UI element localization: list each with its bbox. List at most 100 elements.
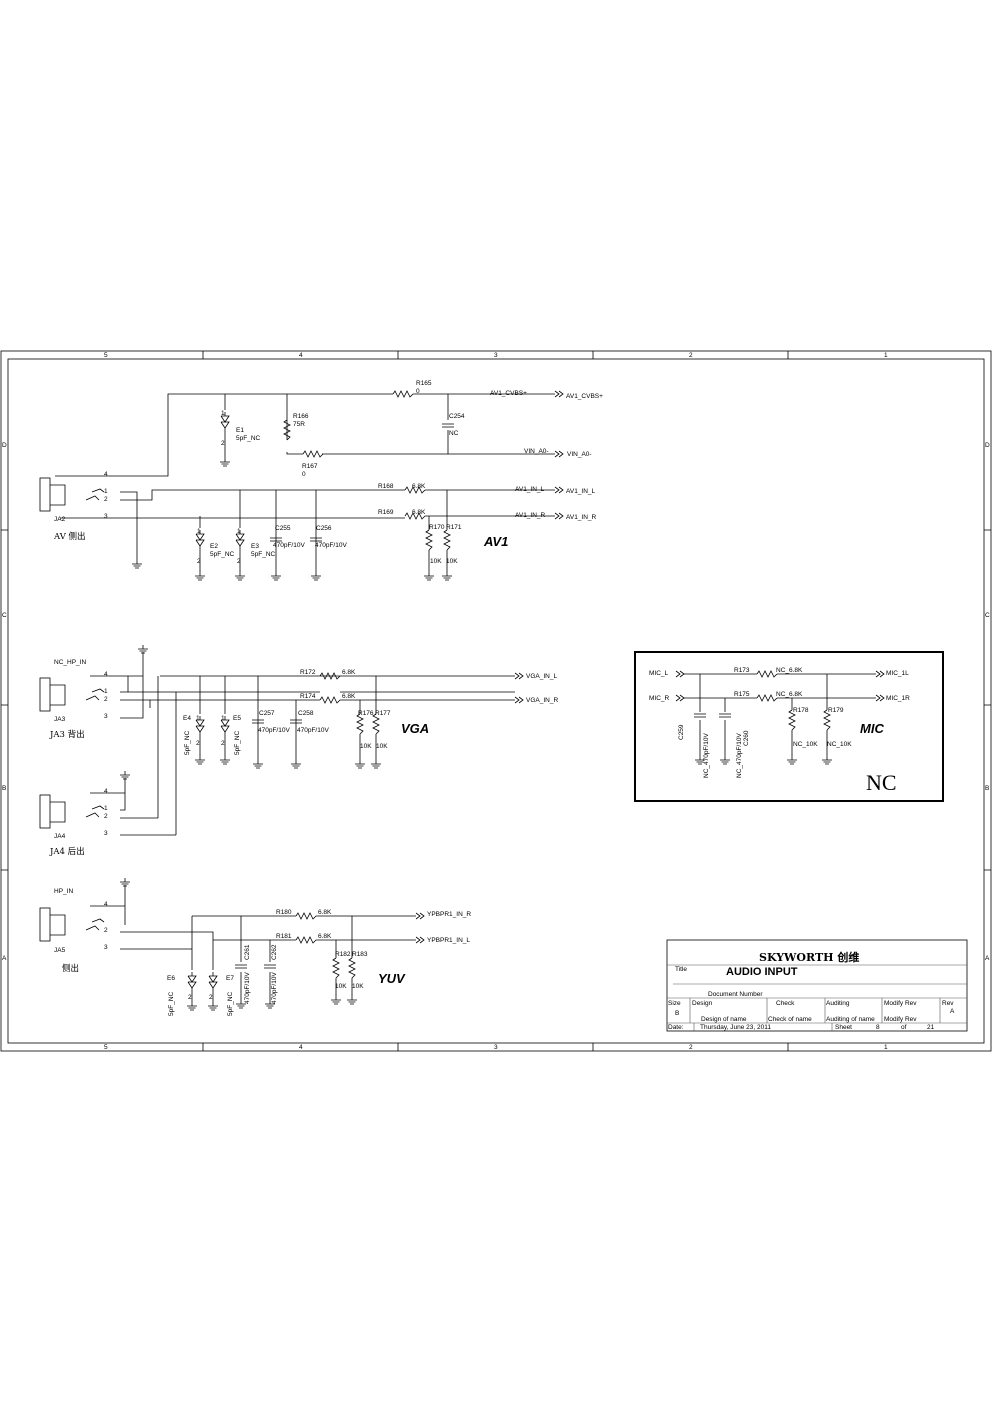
- component-value: 6.8K: [412, 483, 426, 490]
- title-label: Title: [675, 966, 687, 973]
- not-connected-mark: NC: [866, 770, 897, 795]
- port-label: YPBPR1_IN_L: [427, 937, 470, 944]
- mic-section: MIC_L MIC_R R173 NC_6.8K R175 NC_6.8K MI…: [634, 651, 944, 802]
- component-value: 5pF_NC: [251, 551, 276, 558]
- pin-label: 3: [104, 830, 108, 837]
- company-name: SKYWORTH 创维: [759, 950, 859, 964]
- component-ref: C261: [244, 944, 251, 960]
- pin-label: 2: [221, 440, 225, 447]
- vga-section: NC_HP_IN JA3 JA3 背出 4 1 2 3 R172 6.8K R1…: [39, 644, 558, 835]
- pin-label: 2: [209, 994, 213, 1001]
- pin-label: 1: [197, 528, 201, 535]
- component-value: 6.8K: [318, 933, 332, 940]
- component-value: 75R: [293, 421, 305, 428]
- date-label: Date:: [668, 1024, 684, 1031]
- component-ref: R183: [352, 951, 368, 958]
- resistor-r181: [295, 936, 317, 944]
- port-label: MIC_1L: [886, 670, 909, 677]
- component-ref: E3: [251, 543, 259, 550]
- yuv-wires: [90, 885, 416, 1000]
- component-ref: R165: [416, 380, 432, 387]
- component-ref: C257: [259, 710, 275, 717]
- pin-label: 2: [104, 696, 108, 703]
- pin-label: 4: [104, 671, 108, 678]
- jack-ja5: [39, 907, 105, 942]
- ground-symbol: [821, 755, 833, 765]
- offpage-port: [554, 486, 564, 494]
- component-ref: C258: [298, 710, 314, 717]
- resistor-r167: [302, 450, 324, 458]
- mic-box: [634, 651, 944, 802]
- component-value: 5pF_NC: [234, 730, 241, 755]
- component-value: NC_10K: [793, 741, 818, 748]
- mic-wires: [684, 673, 876, 756]
- port-label: YPBPR1_IN_R: [427, 911, 471, 918]
- component-ref: R169: [378, 509, 394, 516]
- jack-caption: AV 侧出: [53, 531, 86, 542]
- auditing-of-name: Auditing of name: [826, 1016, 875, 1023]
- component-ref: R172: [300, 669, 316, 676]
- offpage-port: [415, 912, 425, 920]
- capacitor-c260: [718, 713, 732, 718]
- frame-row-labels: D C B A D C B A: [2, 442, 990, 962]
- component-ref: E1: [236, 427, 244, 434]
- component-ref: R167: [302, 463, 318, 470]
- ground-symbol: [207, 1001, 219, 1011]
- pin-label: 2: [197, 558, 201, 565]
- col-label-top: 1: [884, 352, 888, 359]
- sheet-frame: [0, 350, 992, 1052]
- component-value: 5pF_NC: [227, 991, 234, 1016]
- col-label-top: 3: [494, 352, 498, 359]
- ground-symbol: [330, 995, 342, 1005]
- ground-symbol: [719, 755, 731, 765]
- section-title: AV1: [483, 534, 508, 549]
- port-label: AV1_CVBS+: [566, 393, 603, 400]
- resistor-r175: [756, 694, 778, 702]
- net-label: AV1_CVBS+: [490, 390, 527, 397]
- offpage-port: [554, 450, 564, 458]
- ground-symbol: [119, 877, 131, 887]
- rev-value: A: [950, 1008, 955, 1015]
- offpage-port: [875, 670, 885, 678]
- pin-label: 4: [104, 471, 108, 478]
- ground-symbol: [186, 1001, 198, 1011]
- row-label-right: B: [985, 785, 989, 792]
- jack-caption: JA3 背出: [49, 729, 85, 740]
- component-ref: E6: [167, 975, 175, 982]
- offpage-port: [415, 936, 425, 944]
- ground-symbol: [234, 571, 246, 581]
- sheet-label: Sheet: [835, 1024, 852, 1031]
- ground-symbol: [310, 571, 322, 581]
- pin-label: 2: [237, 558, 241, 565]
- component-value: NC_6.8K: [776, 691, 803, 698]
- capacitor-c254: [441, 423, 455, 428]
- offpage-port: [875, 694, 885, 702]
- yuv-section: HP_IN JA5 侧出 4 2 3 R180 6.8K R181 6.8K Y…: [39, 877, 471, 1016]
- jack-ref: JA4: [54, 833, 66, 840]
- ground-symbol: [270, 571, 282, 581]
- component-value: 5pF_NC: [168, 991, 175, 1016]
- component-value: NC: [449, 430, 459, 437]
- resistor-r171: [443, 529, 451, 551]
- ground-symbol: [346, 995, 358, 1005]
- component-value: 10K: [430, 558, 442, 565]
- pin-label: 3: [104, 513, 108, 520]
- offpage-port: [554, 390, 564, 398]
- component-ref: C262: [271, 944, 278, 960]
- port-label: AV1_IN_L: [566, 488, 596, 495]
- row-label-right: D: [985, 442, 990, 449]
- component-value: 5pF_NC: [236, 435, 261, 442]
- pin-label: 2: [104, 496, 108, 503]
- date-value: Thursday, June 23, 2011: [700, 1024, 771, 1031]
- col-label-bottom: 1: [884, 1044, 888, 1051]
- component-ref: C255: [275, 525, 291, 532]
- col-label-top: 2: [689, 352, 693, 359]
- pin-label: 1: [221, 410, 225, 417]
- component-ref: R180: [276, 909, 292, 916]
- component-value: 470pF/10V: [315, 542, 347, 549]
- ground-symbol: [119, 770, 131, 780]
- doc-number-label: Document Number: [708, 991, 763, 998]
- component-ref: R179: [828, 707, 844, 714]
- jack-caption: JA4 后出: [49, 846, 85, 857]
